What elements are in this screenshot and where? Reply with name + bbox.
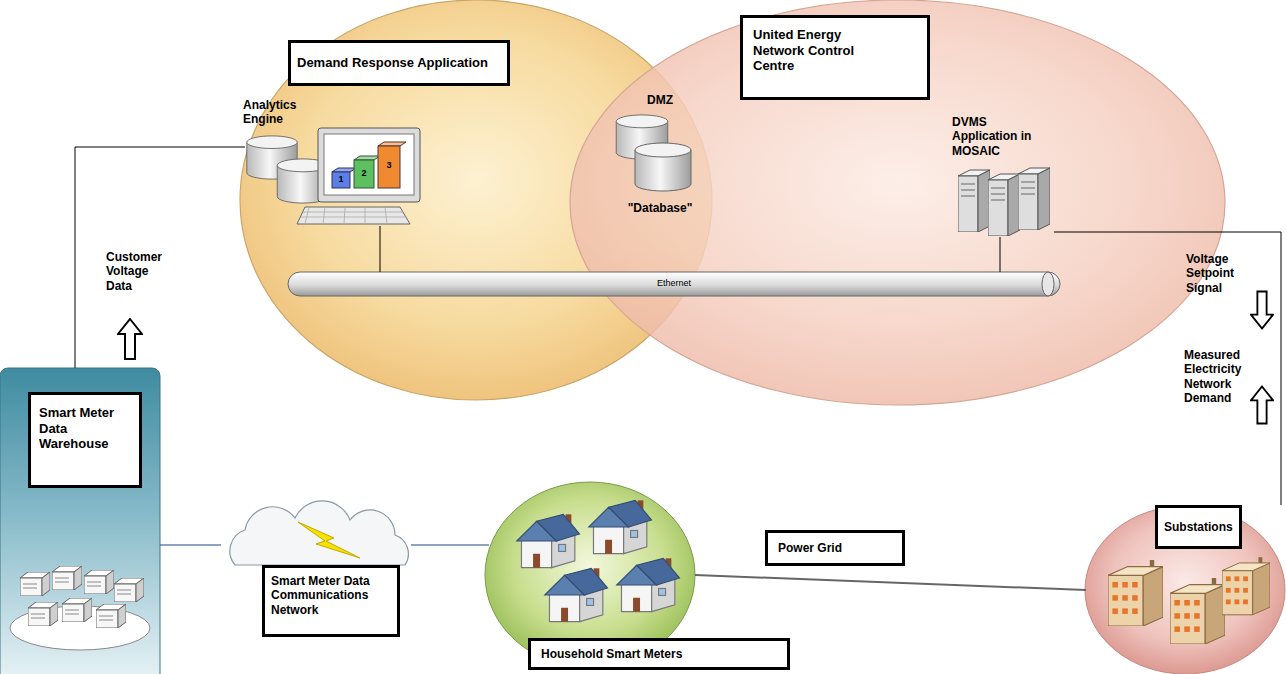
component-label: Analytics Engine [243, 98, 307, 127]
bar-number: 1 [334, 174, 348, 185]
signal-label: Measured Electricity Network Demand [1184, 348, 1246, 406]
circle-label: Substations [1155, 505, 1242, 549]
data-direction-arrow [118, 319, 142, 359]
region-title: Demand Response Application [288, 40, 510, 86]
component-label: DVMS Application in MOSAIC [952, 115, 1034, 158]
signal-direction-arrow [1251, 292, 1273, 329]
bar-number: 3 [382, 160, 396, 171]
panel-title: Smart Meter Data Warehouse [28, 392, 142, 488]
circle-label: Household Smart Meters [528, 638, 790, 670]
signal-label: Voltage Setpoint Signal [1186, 252, 1246, 295]
connector-line [160, 544, 221, 545]
zone-label: DMZ [635, 93, 685, 107]
flow-label: Customer Voltage Data [106, 250, 168, 293]
ethernet-pipe: Ethernet [288, 272, 1060, 296]
connector-line [380, 226, 381, 272]
connector-line [1000, 237, 1001, 272]
connector-line [411, 544, 489, 545]
region-title: United Energy Network Control Centre [740, 15, 930, 100]
component-label: "Database" [615, 201, 705, 215]
bar-number: 2 [357, 168, 371, 179]
cloud-label: Smart Meter Data Communications Network [262, 565, 400, 637]
connector-line [695, 575, 1086, 590]
signal-direction-arrow [1251, 387, 1273, 424]
grid-label: Power Grid [765, 530, 905, 566]
dvms-servers [958, 168, 1050, 236]
bus-label: Ethernet [634, 278, 714, 289]
connector-line [75, 147, 245, 368]
network-cloud: Smart Meter Data Communications Network [205, 505, 415, 641]
